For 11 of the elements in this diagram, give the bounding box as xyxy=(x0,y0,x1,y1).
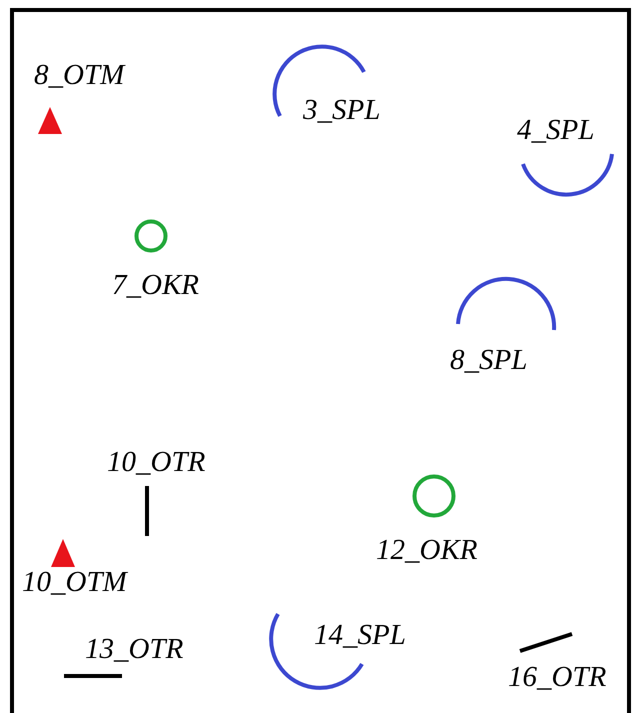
point-label: 10_OTM xyxy=(22,566,127,598)
point-label: 4_SPL xyxy=(517,114,594,146)
point-label: 13_OTR xyxy=(85,633,184,665)
point-label: 3_SPL xyxy=(303,94,380,126)
point-label: 16_OTR xyxy=(508,661,606,693)
point-label: 10_OTR xyxy=(107,446,206,478)
point-label: 12_OKR xyxy=(376,534,478,566)
point-label: 14_SPL xyxy=(314,619,406,651)
point-label: 8_OTM xyxy=(34,59,124,91)
point-label: 7_OKR xyxy=(112,269,199,301)
point-label: 8_SPL xyxy=(450,344,528,376)
